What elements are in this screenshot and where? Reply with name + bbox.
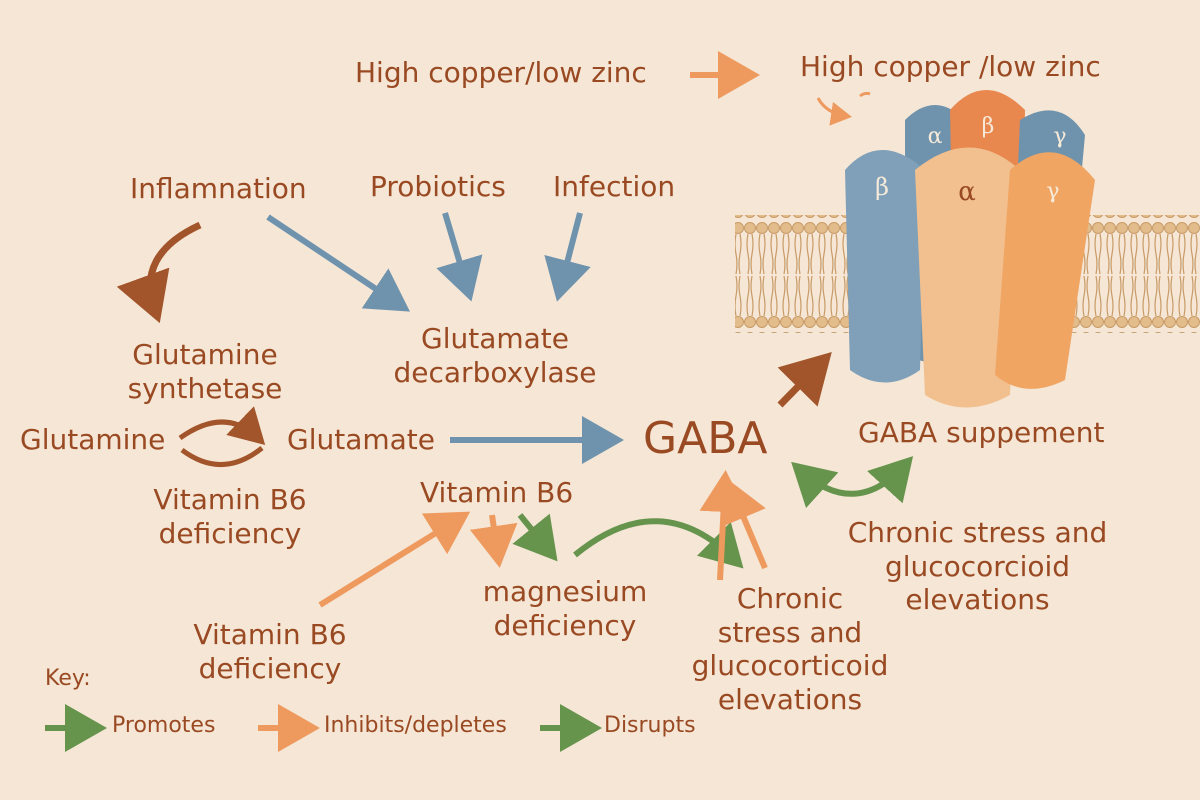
key-label-inhibits: Inhibits/depletes <box>324 713 507 738</box>
arrow-probiotics-to-decarboxylase <box>436 212 483 302</box>
arrow-inflammation-to-synthetase <box>116 221 202 324</box>
label-chronic-stress-right-line2: glucocorcioid <box>884 549 1071 583</box>
label-glutamine-synthetase-line2: synthetase <box>127 371 283 405</box>
label-vitamin-b6-deficiency-left: Vitamin B6 deficiency <box>140 483 320 550</box>
receptor-label-gamma-back: γ <box>1053 124 1066 149</box>
key-label-promotes: Promotes <box>112 713 216 738</box>
arrow-copper-tick <box>859 91 871 98</box>
label-magnesium-deficiency-line1: magnesium <box>482 575 648 608</box>
label-glutamate: Glutamate <box>287 423 435 456</box>
label-infection: Infection <box>553 170 676 203</box>
arrow-gaba-to-receptor <box>777 351 832 408</box>
gaba-a-receptor-membrane-icon: α β γ β α γ <box>735 90 1200 408</box>
receptor-label-beta-back: β <box>982 114 995 139</box>
label-high-copper-right: High copper /low zinc <box>800 50 1101 83</box>
label-glutamine-synthetase-line1: Glutamine <box>132 338 278 371</box>
arrow-copper-curl <box>816 97 852 126</box>
label-gaba-supplement: GABA suppement <box>858 416 1105 449</box>
receptor-label-gamma-front: γ <box>1046 179 1059 204</box>
key-title: Key: <box>45 666 91 691</box>
label-magnesium-deficiency-line2: deficiency <box>493 608 637 642</box>
label-vitamin-b6-center: Vitamin B6 <box>420 476 574 509</box>
label-chronic-stress-right-line3: elevations <box>905 583 1050 617</box>
arrow-magnesium-to-stress <box>573 518 744 569</box>
label-glutamate-decarboxylase-line2: decarboxylase <box>393 355 597 389</box>
label-glutamate-decarboxylase-line1: Glutamate <box>421 322 569 355</box>
label-high-copper-left: High copper/low zinc <box>355 56 647 89</box>
label-inflammation: Inflamnation <box>130 172 307 205</box>
label-chronic-stress-center-line1: Chronic <box>736 582 844 615</box>
arrow-gaba-supplement <box>791 456 914 508</box>
arrow-b6-to-magnesium-orange <box>469 514 518 568</box>
arrow-glutamate-to-glutamine <box>180 446 264 467</box>
label-vitamin-b6-deficiency-left-line1: Vitamin B6 <box>153 483 307 516</box>
label-chronic-stress-right-line1: Chronic stress and <box>847 516 1108 549</box>
label-probiotics: Probiotics <box>370 170 506 203</box>
key-label-disrupts: Disrupts <box>604 713 696 738</box>
label-chronic-stress-center: Chronic stress and glucocorticoid elevat… <box>675 582 905 716</box>
label-chronic-stress-center-line4: elevations <box>717 682 863 716</box>
arrow-stress-to-gaba-2 <box>699 470 748 581</box>
label-vitamin-b6-deficiency-left-line2: deficiency <box>158 516 302 550</box>
receptor-label-alpha-back: α <box>928 124 943 149</box>
label-chronic-stress-center-line2: stress and <box>717 615 863 649</box>
arrow-infection-to-decarboxylase <box>544 212 591 302</box>
label-chronic-stress-center-line3: glucocorticoid <box>691 649 889 683</box>
arrow-inflammation-to-decarboxylase <box>266 214 410 312</box>
arrow-b6-deficiency-to-b6 <box>318 511 471 608</box>
label-vitamin-b6-deficiency-bottom-line2: deficiency <box>198 651 342 685</box>
label-chronic-stress-right: Chronic stress and glucocorcioid elevati… <box>835 516 1120 617</box>
label-magnesium-deficiency: magnesium deficiency <box>470 575 660 642</box>
receptor-label-beta-front: β <box>875 173 889 201</box>
label-glutamine-synthetase: Glutamine synthetase <box>120 338 290 405</box>
receptor-label-alpha-front: α <box>958 177 976 207</box>
label-gaba: GABA <box>643 413 768 464</box>
label-vitamin-b6-deficiency-bottom: Vitamin B6 deficiency <box>180 618 360 685</box>
arrow-stress-to-gaba <box>721 478 768 570</box>
label-glutamine: Glutamine <box>20 423 166 456</box>
label-vitamin-b6-deficiency-bottom-line1: Vitamin B6 <box>193 618 347 651</box>
label-glutamate-decarboxylase: Glutamate decarboxylase <box>380 322 610 389</box>
arrow-glutamine-to-glutamate <box>178 406 266 445</box>
arrow-b6-to-magnesium-green <box>512 513 558 562</box>
